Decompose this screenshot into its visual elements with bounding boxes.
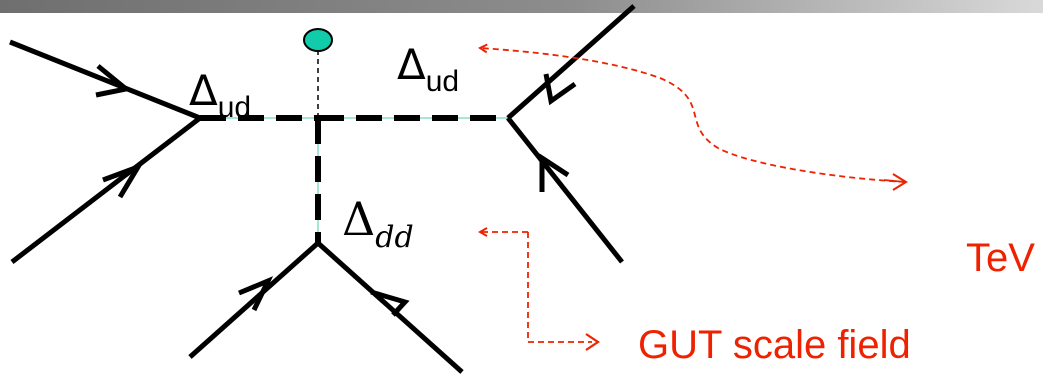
fermion-arrow-right-top <box>543 73 577 106</box>
delta-ud-left-label: Δud <box>189 70 251 123</box>
fermion-line-right-bottom <box>506 116 624 264</box>
slide-header-bar <box>0 0 1043 13</box>
fermion-line-bottom-left <box>188 241 320 359</box>
gut-pointer-arrowhead <box>585 333 600 351</box>
delta-ud-right-subscript: ud <box>425 65 460 98</box>
delta-dd-symbol: Δ <box>342 192 376 246</box>
fermion-arrow-bottom-left <box>238 276 274 312</box>
delta-ud-right-label: Δud <box>397 44 459 97</box>
tev-pointer-arrow <box>480 48 906 183</box>
fermion-arrow-bottom-right <box>370 289 410 317</box>
delta-dd-label: Δdd <box>342 196 414 253</box>
delta-ud-left-subscript: ud <box>217 91 252 124</box>
fermion-line-right-top <box>506 4 636 120</box>
delta-ud-right-symbol: Δ <box>397 40 426 89</box>
fermion-arrow-left-top <box>95 64 132 98</box>
delta-ud-left-symbol: Δ <box>189 66 218 115</box>
tev-pointer-arrowhead-stub <box>883 179 906 183</box>
gut-scale-field-annotation: GUT scale field <box>638 323 911 367</box>
fermion-arrow-left-bottom <box>102 162 144 199</box>
gut-pointer-connector <box>527 232 592 343</box>
fermion-line-left-top <box>9 39 201 121</box>
fermion-arrow-right-bottom <box>539 153 570 192</box>
delta-dd-subscript: dd <box>375 220 414 255</box>
fermion-line-bottom-right <box>316 241 464 374</box>
vev-blob <box>303 28 333 52</box>
fermion-line-left-bottom <box>10 116 202 264</box>
tev-annotation: TeV <box>966 236 1035 280</box>
tev-pointer-start-head <box>892 173 908 191</box>
